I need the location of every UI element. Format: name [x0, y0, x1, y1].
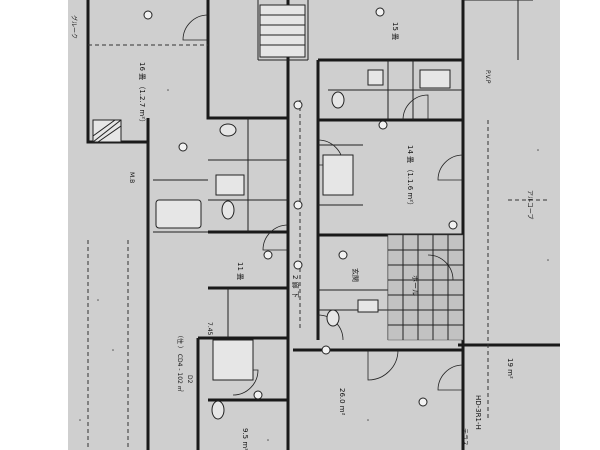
floor-plan-sheet: 16 畳 （1.2.7 m²） 15 畳 14 畳 （1.1.6 m²） 11 … — [68, 0, 560, 450]
scan-noise — [79, 89, 549, 441]
note-right-mid: アルコーブ — [526, 190, 534, 219]
ceiling-lamps — [143, 7, 458, 407]
room-label-9: 9.5 m² — [241, 428, 249, 450]
hatched-storage — [92, 4, 306, 143]
room-label-hall: ホール — [411, 275, 419, 296]
note-d2: D2 — [186, 375, 193, 384]
outer-walls — [86, 0, 560, 450]
room-label-16: 16 畳 （1.2.7 m²） — [138, 62, 146, 126]
room-label-11: 11 畳 — [236, 262, 244, 280]
note-top-left: グルーク — [70, 15, 78, 39]
note-right-top: P.V.P — [484, 70, 491, 84]
room-label-26: 26.0 m² — [338, 388, 346, 416]
terrace-grid — [387, 234, 464, 341]
room-label-15: 15 畳 — [391, 22, 399, 40]
note-bottom-right: HD-3R1-H — [474, 395, 482, 430]
note-left-area: （住 ） CD4 - 102 ㎡ — [176, 332, 184, 392]
note-bottom-right2: テラス — [461, 428, 468, 446]
room-label-14: 14 畳 （1.1.6 m²） — [406, 145, 414, 209]
room-label-entry: 玄関 — [351, 268, 360, 282]
room-labels: 16 畳 （1.2.7 m²） 15 畳 14 畳 （1.1.6 m²） 11 … — [138, 22, 514, 450]
fixtures — [155, 69, 451, 420]
room-label-19: 19 m² — [506, 358, 514, 379]
note-dim: 7.45 — [206, 322, 213, 336]
room-label-corridor: 2 廊 下 — [291, 275, 300, 298]
side-notes: グルーク M.B （住 ） CD4 - 102 ㎡ D2 P.V.P アルコーブ… — [70, 15, 534, 446]
note-mb: M.B — [128, 172, 135, 183]
dashed-lines — [87, 44, 548, 450]
floor-plan-drawing: 16 畳 （1.2.7 m²） 15 畳 14 畳 （1.1.6 m²） 11 … — [70, 0, 560, 450]
